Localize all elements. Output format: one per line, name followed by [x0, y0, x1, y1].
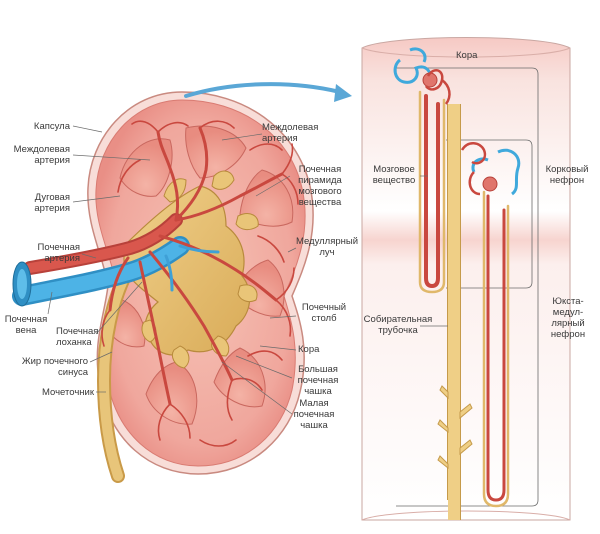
label-medullary-ray: Медуллярный луч — [295, 236, 359, 258]
label-ureter: Мочеточник — [42, 387, 94, 398]
artery-branches — [108, 126, 284, 406]
cortical-nephron-bracket — [446, 139, 533, 289]
zoom-arrow — [184, 82, 342, 98]
nephron-panel — [361, 37, 571, 521]
label-sinus-fat: Жир почечного синуса — [21, 356, 88, 378]
kidney-section — [12, 91, 314, 483]
label-cortex: Кора — [298, 344, 320, 355]
juxtamedullary-bracket — [396, 67, 539, 507]
label-juxtamedullary-nephron: Юкста- медул- лярный нефрон — [550, 296, 586, 340]
glomerulus-upper — [393, 47, 451, 105]
label-renal-vein: Почечная вена — [4, 314, 48, 336]
leader-lines — [47, 125, 448, 415]
arcuate-arteries — [101, 120, 299, 447]
calyces — [141, 170, 259, 369]
vein-branches — [164, 244, 220, 292]
label-panel-cortex: Кора — [456, 50, 478, 61]
juxtamedullary-loop — [418, 90, 510, 508]
label-interlobar-artery-top: Междолевая артерия — [262, 122, 319, 144]
label-minor-calyx: Малая почечная чашка — [293, 398, 335, 431]
label-renal-artery: Почечная артерия — [37, 242, 80, 264]
label-interlobar-artery-left: Междолевая артерия — [13, 144, 70, 166]
collecting-duct-branches — [437, 385, 473, 470]
label-renal-pelvis: Почечная лоханка — [56, 326, 99, 348]
glomerulus-cortical — [460, 142, 521, 196]
label-cortical-nephron: Корковый нефрон — [545, 164, 589, 186]
label-capsule: Капсула — [33, 121, 70, 132]
label-renal-pyramid: Почечная пирамида мозгового вещества — [298, 164, 342, 208]
label-medulla: Мозговое вещество — [372, 164, 416, 186]
label-arcuate-artery: Дуговая артерия — [34, 192, 70, 214]
label-renal-column: Почечный столб — [301, 302, 347, 324]
label-collecting-duct: Собирательная трубочка — [363, 314, 433, 336]
label-major-calyx: Большая почечная чашка — [297, 364, 339, 397]
